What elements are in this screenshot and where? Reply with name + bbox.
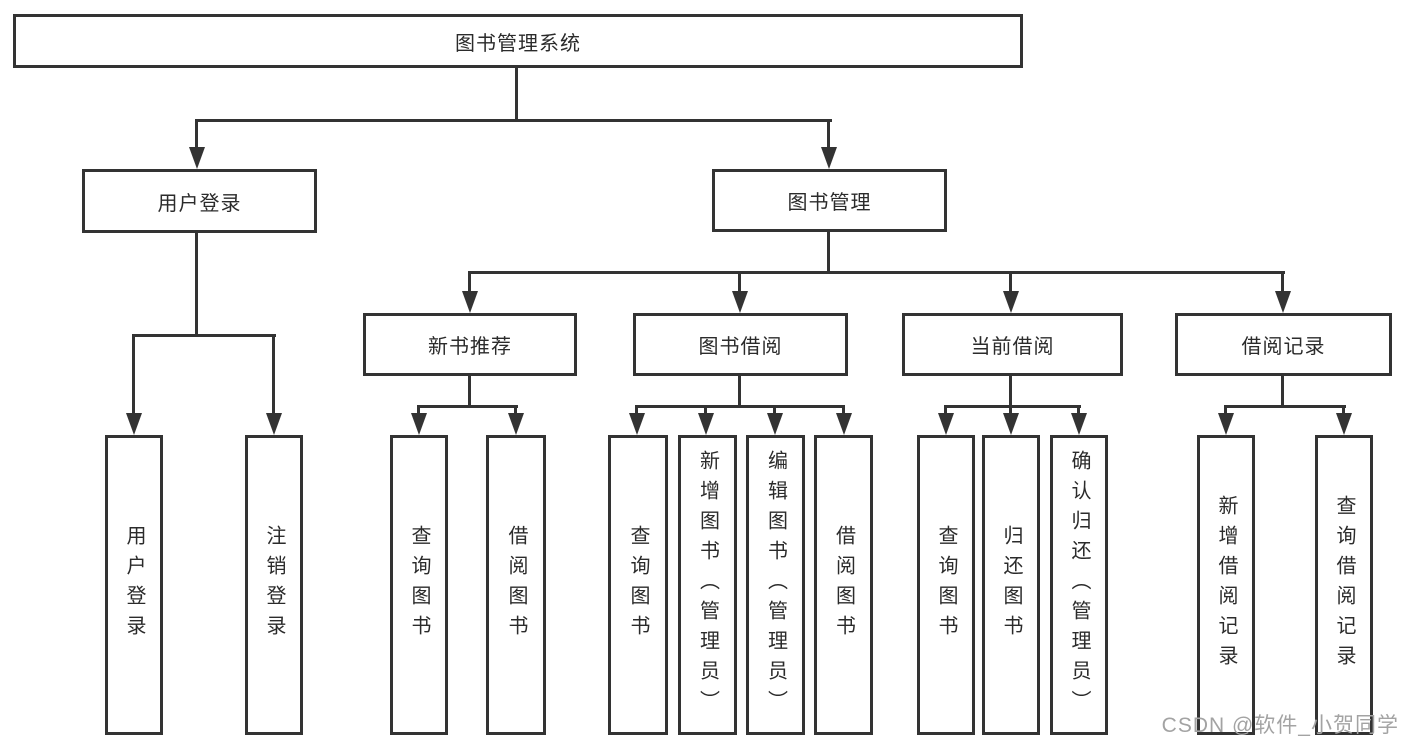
arrow-head-icon	[411, 413, 427, 435]
node-query-borrow-record: 查询借阅记录	[1315, 435, 1373, 735]
connector-line	[1224, 405, 1227, 415]
connector-line	[1342, 405, 1345, 415]
arrow-head-icon	[1071, 413, 1087, 435]
connector-line	[132, 334, 276, 337]
connector-line	[738, 271, 741, 293]
node-label: 图书管理	[787, 192, 872, 214]
connector-line	[1077, 405, 1080, 415]
node-label: 注销登录	[263, 525, 285, 645]
node-new-book-rec: 新书推荐	[363, 313, 577, 376]
node-borrow-records: 借阅记录	[1175, 313, 1392, 376]
arrow-head-icon	[1218, 413, 1234, 435]
node-label: 编辑图书（管理员）	[764, 450, 787, 720]
node-label: 图书管理系统	[455, 32, 581, 55]
node-book-mgmt: 图书管理	[712, 169, 947, 232]
node-label: 查询图书	[408, 525, 430, 645]
connector-line	[827, 232, 830, 273]
node-return-books: 归还图书	[982, 435, 1040, 735]
connector-line	[1281, 376, 1284, 408]
connector-line	[738, 376, 741, 408]
node-label: 查询图书	[627, 525, 649, 645]
node-label: 确认归还（管理员）	[1068, 450, 1090, 720]
node-add-books: 新增图书（管理员）	[678, 435, 737, 735]
connector-line	[272, 334, 275, 414]
arrow-head-icon	[821, 147, 837, 169]
arrow-head-icon	[126, 413, 142, 435]
connector-line	[842, 405, 845, 415]
connector-line	[417, 405, 420, 415]
node-label: 借阅图书	[505, 525, 527, 645]
connector-line	[635, 405, 638, 415]
arrow-head-icon	[1336, 413, 1352, 435]
connector-line	[773, 405, 776, 415]
connector-line	[195, 119, 198, 149]
arrow-head-icon	[189, 147, 205, 169]
node-label: 用户登录	[157, 192, 242, 215]
node-user-login: 用户登录	[82, 169, 317, 233]
connector-line	[196, 119, 832, 122]
node-add-borrow-record: 新增借阅记录	[1197, 435, 1255, 735]
connector-line	[944, 405, 947, 415]
arrow-head-icon	[508, 413, 524, 435]
arrow-head-icon	[1003, 413, 1019, 435]
node-current-borrow: 当前借阅	[902, 313, 1123, 376]
node-root: 图书管理系统	[13, 14, 1023, 68]
node-logout-leaf: 注销登录	[245, 435, 303, 735]
node-query-books-1: 查询图书	[390, 435, 448, 735]
arrow-head-icon	[1275, 291, 1291, 313]
connector-line	[468, 271, 471, 293]
connector-line	[515, 68, 518, 121]
connector-line	[468, 271, 1285, 274]
arrow-head-icon	[767, 413, 783, 435]
connector-line	[417, 405, 518, 408]
node-label: 当前借阅	[970, 336, 1055, 358]
node-borrow-books-2: 借阅图书	[814, 435, 873, 735]
connector-line	[1009, 271, 1012, 293]
node-label: 新增借阅记录	[1215, 495, 1237, 675]
node-label: 归还图书	[1000, 525, 1022, 645]
node-label: 借阅记录	[1241, 336, 1326, 358]
arrow-head-icon	[1003, 291, 1019, 313]
node-book-borrow: 图书借阅	[633, 313, 848, 376]
arrow-head-icon	[836, 413, 852, 435]
connector-line	[1281, 271, 1284, 293]
connector-line	[944, 405, 1081, 408]
node-label: 新增图书（管理员）	[696, 450, 719, 720]
arrow-head-icon	[462, 291, 478, 313]
arrow-head-icon	[266, 413, 282, 435]
node-edit-books: 编辑图书（管理员）	[746, 435, 805, 735]
node-query-books-3: 查询图书	[917, 435, 975, 735]
arrow-head-icon	[698, 413, 714, 435]
node-label: 用户登录	[123, 525, 145, 645]
node-label: 借阅图书	[832, 525, 855, 645]
connector-line	[1009, 376, 1012, 408]
arrow-head-icon	[732, 291, 748, 313]
node-borrow-books-1: 借阅图书	[486, 435, 546, 735]
connector-line	[1009, 405, 1012, 415]
node-user-login-leaf: 用户登录	[105, 435, 163, 735]
connector-line	[1224, 405, 1346, 408]
watermark: CSDN @软件_小贺同学	[1161, 714, 1399, 737]
arrow-head-icon	[629, 413, 645, 435]
connector-line	[132, 334, 135, 414]
node-query-books-2: 查询图书	[608, 435, 668, 735]
node-confirm-return: 确认归还（管理员）	[1050, 435, 1108, 735]
connector-line	[195, 233, 198, 336]
connector-line	[704, 405, 707, 415]
node-label: 查询借阅记录	[1333, 495, 1355, 675]
node-label: 查询图书	[935, 525, 957, 645]
connector-line	[514, 405, 517, 415]
connector-line	[635, 405, 845, 408]
node-label: 新书推荐	[428, 336, 512, 358]
connector-line	[468, 376, 471, 408]
connector-line	[827, 119, 830, 149]
arrow-head-icon	[938, 413, 954, 435]
node-label: 图书借阅	[698, 336, 783, 358]
